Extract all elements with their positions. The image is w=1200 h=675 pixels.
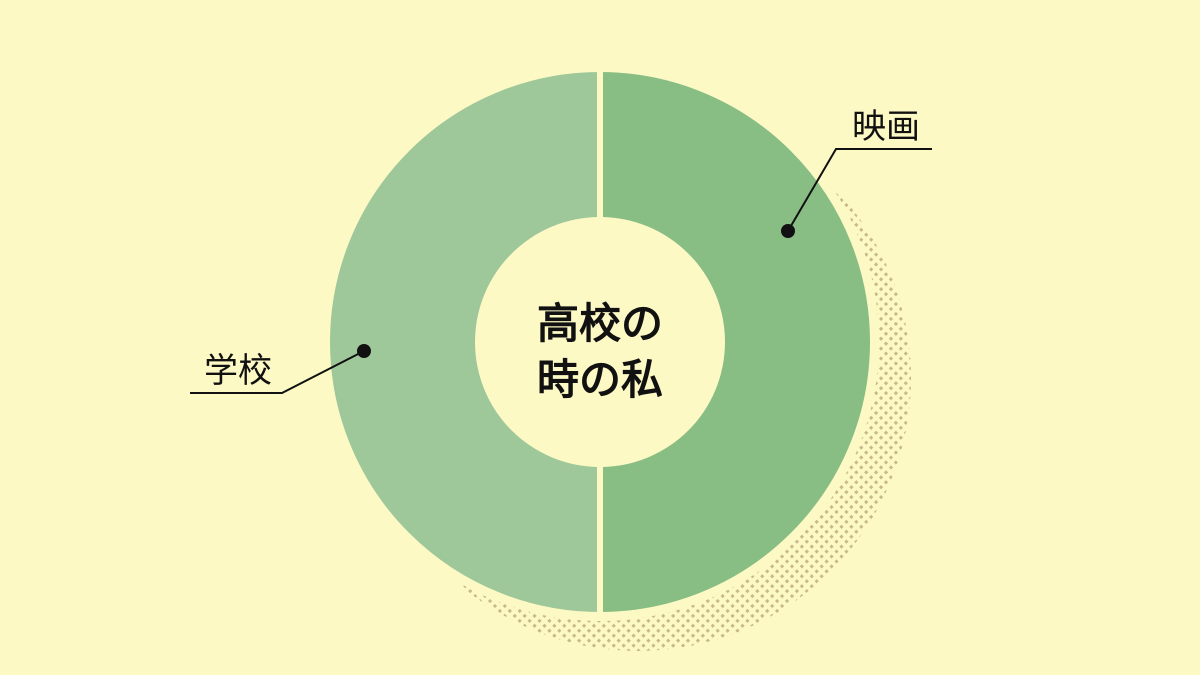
donut-hole	[475, 217, 725, 467]
callout-movie: 映画	[781, 107, 932, 238]
slice-label-movie: 映画	[852, 107, 920, 147]
slice-label-school: 学校	[204, 351, 272, 391]
outer-edge	[321, 63, 879, 621]
center-label-line2: 時の私	[537, 355, 663, 404]
center-label-line1: 高校の	[537, 299, 663, 348]
slice-0	[597, 65, 876, 619]
slice-1	[324, 65, 603, 619]
callout-school: 学校	[190, 344, 371, 394]
